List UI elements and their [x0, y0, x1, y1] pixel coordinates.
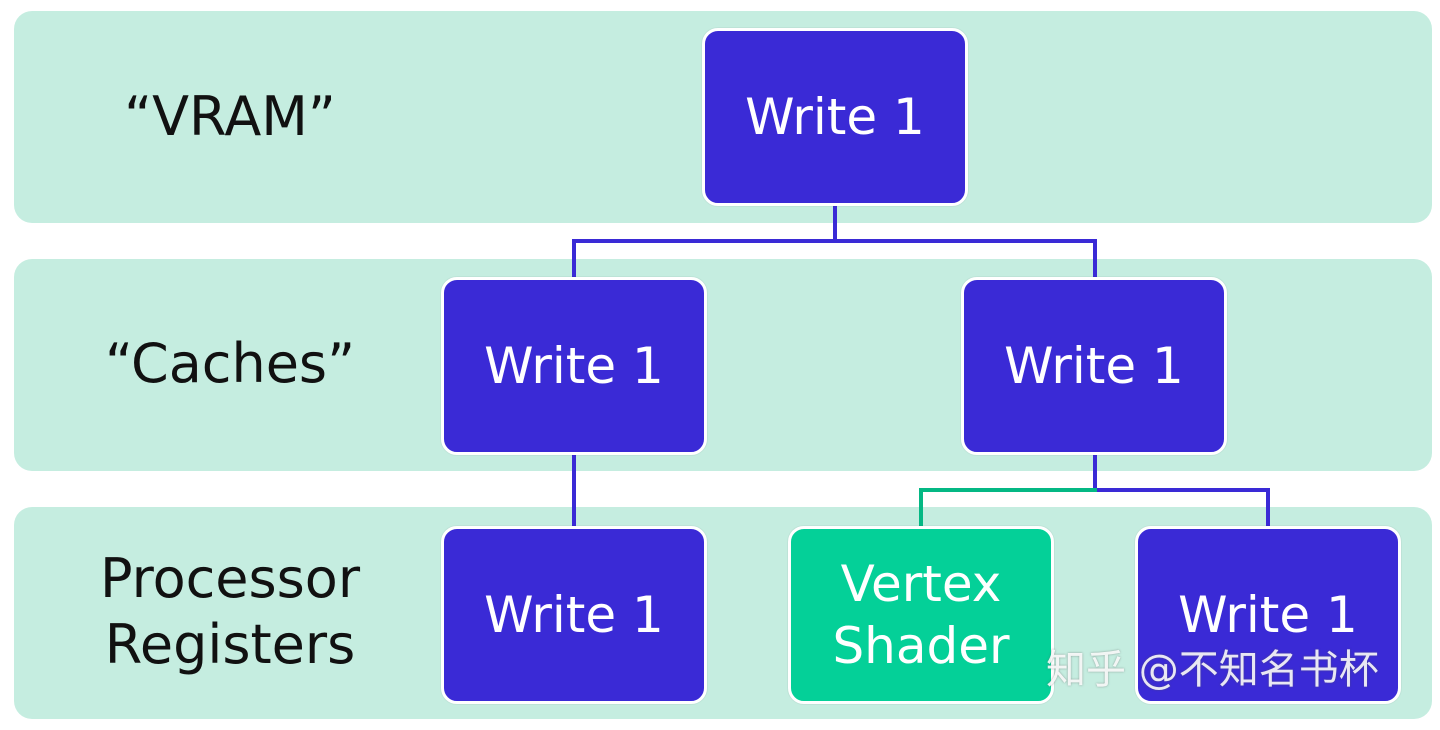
- vram-write-box: Write 1: [702, 28, 968, 206]
- vertex-shader-line-1: Vertex: [840, 555, 1002, 613]
- caches-row-label: “Caches”: [104, 332, 356, 395]
- register-right-write-label: Write 1: [1178, 586, 1358, 644]
- vertex-shader-label: Vertex Shader: [832, 553, 1009, 677]
- cache-right-write-label: Write 1: [1004, 337, 1184, 395]
- vram-write-label: Write 1: [745, 88, 925, 146]
- registers-label-line-2: Registers: [104, 613, 356, 676]
- vertex-shader-box: Vertex Shader: [788, 526, 1054, 704]
- vertex-shader-line-2: Shader: [832, 617, 1010, 675]
- cache-left-write-box: Write 1: [441, 277, 707, 455]
- cache-right-write-box: Write 1: [961, 277, 1227, 455]
- registers-label-line-1: Processor: [99, 547, 361, 610]
- cache-left-write-label: Write 1: [484, 337, 664, 395]
- registers-row-label: Processor Registers: [70, 546, 390, 678]
- register-right-write-box: Write 1: [1135, 526, 1401, 704]
- vram-row-label: “VRAM”: [124, 85, 336, 148]
- register-left-write-box: Write 1: [441, 526, 707, 704]
- register-left-write-label: Write 1: [484, 586, 664, 644]
- zhihu-watermark: 知乎 @不知名书杯: [1046, 647, 1379, 693]
